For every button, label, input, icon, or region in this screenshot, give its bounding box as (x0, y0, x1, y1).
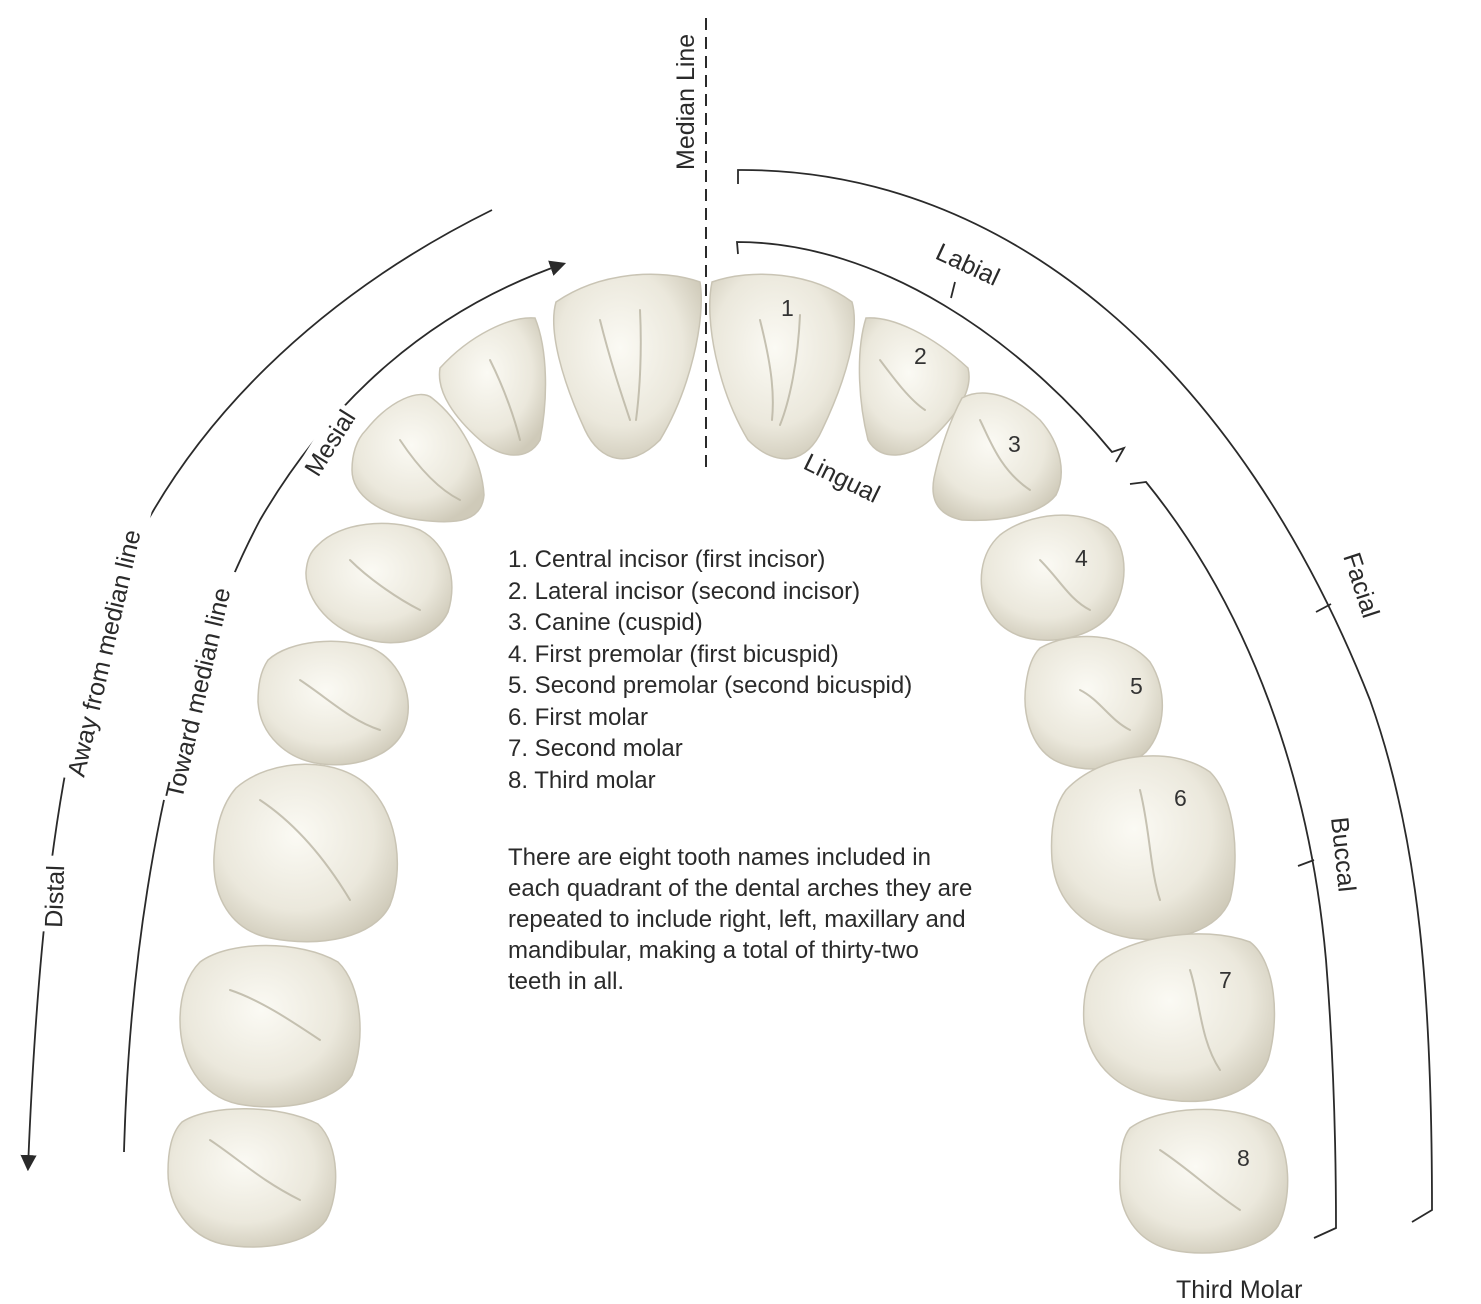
labial-tick (950, 281, 956, 299)
toward-median-label: Toward median line (161, 585, 237, 801)
tooth-left-central-incisor (553, 273, 702, 460)
tooth-number-2: 2 (914, 343, 927, 369)
tooth-number-4: 4 (1075, 545, 1088, 571)
tooth-6-first-molar (1050, 755, 1236, 941)
mesial-arrow (123, 260, 567, 1153)
third-molar-label: Third Molar (1176, 1276, 1302, 1304)
labial-bracket (736, 241, 1126, 463)
tooth-grooves (209, 309, 1241, 1211)
right-teeth (709, 273, 1289, 1254)
legend-item: 6. First molar (508, 703, 649, 731)
tooth-legend: 1. Central incisor (first incisor) 2. La… (508, 544, 1028, 796)
tooth-7-second-molar (1082, 933, 1276, 1103)
tooth-number-7: 7 (1219, 967, 1232, 993)
away-median-label-group: Away from median line (59, 503, 152, 784)
tooth-count-note: There are eight tooth names included in … (508, 844, 973, 995)
legend-item: 8. Third molar (508, 766, 656, 794)
legend-item: 4. First premolar (first bicuspid) (508, 640, 839, 668)
tooth-number-8: 8 (1237, 1145, 1250, 1171)
tooth-left-first-premolar (305, 522, 453, 644)
buccal-tick (1297, 859, 1315, 867)
tooth-left-first-molar (213, 763, 399, 943)
tooth-8-third-molar (1119, 1108, 1289, 1254)
legend-item: 5. Second premolar (second bicuspid) (508, 672, 913, 699)
tooth-5-second-premolar (1024, 635, 1164, 770)
median-line-label: Median Line (672, 34, 700, 170)
tooth-left-third-molar (167, 1108, 337, 1248)
facial-tick (1315, 603, 1332, 613)
facial-label: Facial (1337, 549, 1384, 621)
lingual-label: Lingual (799, 448, 884, 509)
buccal-bracket (1129, 481, 1337, 1239)
legend-item: 2. Lateral incisor (second incisor) (508, 577, 861, 605)
tooth-number-5: 5 (1130, 673, 1143, 699)
left-teeth (167, 273, 702, 1248)
distal-label-group: Distal (37, 855, 71, 933)
facial-bracket (737, 169, 1433, 1223)
tooth-left-second-molar (179, 944, 361, 1108)
tooth-number-1: 1 (781, 295, 794, 321)
tooth-left-canine (351, 393, 485, 523)
legend-item: 7. Second molar (508, 735, 683, 762)
legend-item: 1. Central incisor (first incisor) (508, 546, 826, 573)
tooth-numbers: 1 2 3 4 5 6 7 8 (781, 295, 1250, 1171)
tooth-number-3: 3 (1008, 431, 1021, 457)
toward-median-label-group: Toward median line (157, 566, 241, 806)
legend-item: 3. Canine (cuspid) (508, 609, 703, 636)
tooth-1-central-incisor (709, 273, 855, 460)
buccal-label: Buccal (1325, 816, 1361, 894)
tooth-number-6: 6 (1174, 785, 1187, 811)
labial-label: Labial (931, 238, 1003, 292)
tooth-2-lateral-incisor (858, 317, 970, 456)
away-median-label: Away from median line (63, 527, 147, 779)
tooth-left-lateral-incisor (438, 317, 547, 456)
distal-label: Distal (40, 865, 70, 928)
